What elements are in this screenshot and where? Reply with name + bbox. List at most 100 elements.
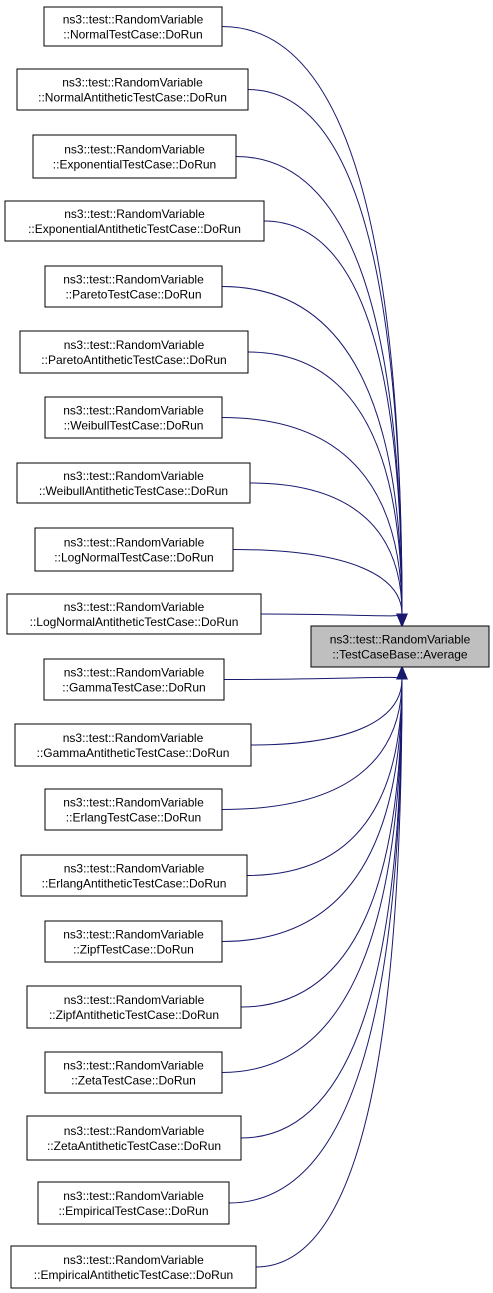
caller-node-label-line2: ::GammaTestCase::DoRun bbox=[62, 681, 205, 695]
caller-node-box bbox=[44, 265, 223, 308]
target-node-box bbox=[310, 625, 490, 668]
caller-node-label-line2: ::GammaAntitheticTestCase::DoRun bbox=[37, 746, 230, 760]
caller-node[interactable]: ns3::test::RandomVariable::NormalAntithe… bbox=[16, 68, 249, 111]
caller-node[interactable]: ns3::test::RandomVariable::LogNormalTest… bbox=[34, 527, 234, 572]
call-edge bbox=[263, 220, 403, 615]
caller-node-box bbox=[19, 330, 249, 374]
caller-node-label-line2: ::WeibullAntitheticTestCase::DoRun bbox=[39, 484, 228, 498]
caller-node-label-line1: ns3::test::RandomVariable bbox=[63, 796, 204, 810]
graph-nodes: ns3::test::RandomVariable ::TestCaseBase… bbox=[4, 6, 490, 1289]
caller-node[interactable]: ns3::test::RandomVariable::ErlangAntithe… bbox=[20, 854, 248, 897]
caller-node-box bbox=[34, 527, 234, 572]
caller-node-label-line1: ns3::test::RandomVariable bbox=[62, 76, 203, 90]
caller-node-label-line2: ::ParetoAntitheticTestCase::DoRun bbox=[41, 353, 226, 367]
caller-node[interactable]: ns3::test::RandomVariable::GammaTestCase… bbox=[43, 658, 225, 701]
caller-node-box bbox=[44, 396, 223, 439]
caller-node-label-line2: ::WeibullTestCase::DoRun bbox=[64, 419, 204, 433]
call-edge bbox=[249, 482, 403, 615]
target-node-label-line2: ::TestCaseBase::Average bbox=[332, 648, 468, 662]
caller-node-label-line1: ns3::test::RandomVariable bbox=[64, 338, 205, 352]
call-edge bbox=[250, 678, 403, 746]
caller-node-label-line2: ::ZetaTestCase::DoRun bbox=[71, 1074, 196, 1088]
caller-node-label-line2: ::ExponentialAntitheticTestCase::DoRun bbox=[28, 222, 241, 236]
caller-node[interactable]: ns3::test::RandomVariable::WeibullTestCa… bbox=[44, 396, 223, 439]
caller-node-label-line2: ::EmpiricalTestCase::DoRun bbox=[58, 1204, 208, 1218]
caller-node-box bbox=[6, 593, 262, 635]
caller-node[interactable]: ns3::test::RandomVariable::ZipfTestCase:… bbox=[44, 920, 223, 963]
call-edge bbox=[260, 613, 403, 617]
caller-node-label-line2: ::EmpiricalAntitheticTestCase::DoRun bbox=[34, 1268, 233, 1282]
caller-node-box bbox=[37, 1181, 230, 1225]
call-edge bbox=[221, 678, 403, 942]
caller-node[interactable]: ns3::test::RandomVariable::ParetoTestCas… bbox=[44, 265, 223, 308]
call-edge bbox=[247, 89, 403, 615]
target-node[interactable]: ns3::test::RandomVariable ::TestCaseBase… bbox=[310, 625, 490, 668]
caller-node-label-line1: ns3::test::RandomVariable bbox=[63, 1189, 204, 1203]
caller-node[interactable]: ns3::test::RandomVariable::ErlangTestCas… bbox=[44, 788, 223, 831]
call-edge bbox=[246, 678, 403, 876]
caller-node-label-line2: ::ZipfAntitheticTestCase::DoRun bbox=[49, 1008, 219, 1022]
call-edges bbox=[221, 26, 408, 1268]
caller-node-label-line1: ns3::test::RandomVariable bbox=[63, 1253, 204, 1267]
call-edge bbox=[255, 678, 403, 1268]
caller-node-box bbox=[26, 1115, 242, 1161]
caller-node-box bbox=[10, 1245, 257, 1289]
caller-node-label-line2: ::ErlangTestCase::DoRun bbox=[66, 811, 201, 825]
caller-node-label-line2: ::ExponentialTestCase::DoRun bbox=[53, 158, 216, 172]
call-edge bbox=[247, 351, 403, 615]
caller-node-box bbox=[32, 134, 237, 179]
caller-node-label-line2: ::ZetaAntitheticTestCase::DoRun bbox=[47, 1139, 221, 1153]
target-node-label-line1: ns3::test::RandomVariable bbox=[330, 633, 471, 647]
caller-node[interactable]: ns3::test::RandomVariable::ExponentialAn… bbox=[4, 200, 265, 242]
caller-node-label-line2: ::ParetoTestCase::DoRun bbox=[65, 288, 201, 302]
caller-node-box bbox=[43, 658, 225, 701]
caller-node-label-line1: ns3::test::RandomVariable bbox=[64, 207, 205, 221]
call-edge bbox=[228, 678, 403, 1204]
caller-node-label-line1: ns3::test::RandomVariable bbox=[64, 536, 205, 550]
caller-node[interactable]: ns3::test::RandomVariable::ZipfAntitheti… bbox=[26, 985, 242, 1029]
caller-node[interactable]: ns3::test::RandomVariable::ZetaAntitheti… bbox=[26, 1115, 242, 1161]
caller-node-label-line1: ns3::test::RandomVariable bbox=[63, 731, 204, 745]
caller-node-label-line1: ns3::test::RandomVariable bbox=[63, 13, 204, 27]
caller-node-box bbox=[14, 723, 252, 767]
caller-node-box bbox=[44, 788, 223, 831]
caller-node-label-line1: ns3::test::RandomVariable bbox=[63, 928, 204, 942]
caller-node-label-line2: ::NormalAntitheticTestCase::DoRun bbox=[38, 91, 227, 105]
caller-node[interactable]: ns3::test::RandomVariable::ZetaTestCase:… bbox=[44, 1051, 223, 1094]
caller-node[interactable]: ns3::test::RandomVariable::ParetoAntithe… bbox=[19, 330, 249, 374]
caller-node-label-line2: ::ZipfTestCase::DoRun bbox=[73, 943, 194, 957]
caller-node[interactable]: ns3::test::RandomVariable::WeibullAntith… bbox=[16, 462, 251, 504]
caller-node-box bbox=[16, 462, 251, 504]
caller-node-label-line2: ::ErlangAntitheticTestCase::DoRun bbox=[42, 877, 227, 891]
caller-node-label-line1: ns3::test::RandomVariable bbox=[64, 1124, 205, 1138]
caller-node-box bbox=[26, 985, 242, 1029]
caller-node-label-line1: ns3::test::RandomVariable bbox=[64, 143, 205, 157]
arrowhead-icon bbox=[396, 665, 408, 680]
call-edge bbox=[223, 676, 403, 680]
caller-node[interactable]: ns3::test::RandomVariable::GammaAntithet… bbox=[14, 723, 252, 767]
call-edge bbox=[221, 286, 403, 615]
caller-node-label-line1: ns3::test::RandomVariable bbox=[64, 600, 205, 614]
call-edge bbox=[221, 678, 403, 1073]
caller-node-label-line2: ::LogNormalTestCase::DoRun bbox=[54, 551, 213, 565]
caller-node-label-line1: ns3::test::RandomVariable bbox=[64, 666, 205, 680]
call-edge bbox=[221, 26, 403, 615]
caller-node[interactable]: ns3::test::RandomVariable::EmpiricalTest… bbox=[37, 1181, 230, 1225]
caller-node-label-line1: ns3::test::RandomVariable bbox=[63, 469, 204, 483]
call-edge bbox=[221, 417, 403, 615]
caller-node[interactable]: ns3::test::RandomVariable::NormalTestCas… bbox=[43, 6, 223, 47]
caller-node[interactable]: ns3::test::RandomVariable::EmpiricalAnti… bbox=[10, 1245, 257, 1289]
caller-node-box bbox=[4, 200, 265, 242]
caller-node-label-line2: ::NormalTestCase::DoRun bbox=[63, 28, 202, 42]
caller-node-box bbox=[44, 920, 223, 963]
call-edge bbox=[240, 678, 403, 1139]
call-edge bbox=[232, 549, 403, 615]
caller-node-label-line1: ns3::test::RandomVariable bbox=[63, 404, 204, 418]
caller-node-label-line1: ns3::test::RandomVariable bbox=[63, 1059, 204, 1073]
caller-node[interactable]: ns3::test::RandomVariable::ExponentialTe… bbox=[32, 134, 237, 179]
call-edge bbox=[221, 678, 403, 810]
caller-node-box bbox=[16, 68, 249, 111]
caller-node-box bbox=[20, 854, 248, 897]
caller-node[interactable]: ns3::test::RandomVariable::LogNormalAnti… bbox=[6, 593, 262, 635]
